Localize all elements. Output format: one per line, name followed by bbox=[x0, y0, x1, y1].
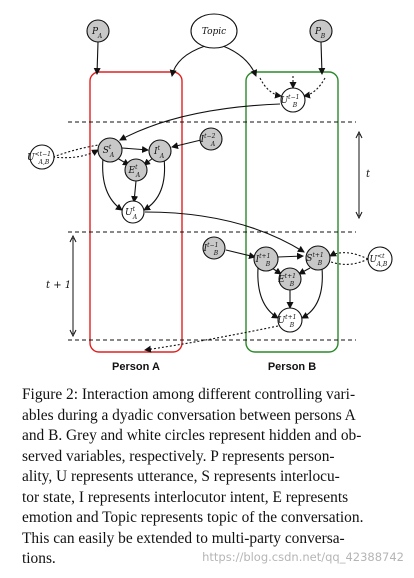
person-b-box bbox=[245, 71, 339, 353]
personality-a-node: PA bbox=[86, 19, 110, 43]
watermark: https://blog.csdn.net/qq_42388742 bbox=[202, 550, 404, 564]
bracket-t bbox=[355, 130, 363, 220]
node-label: PA bbox=[91, 27, 103, 40]
time-separators bbox=[68, 121, 356, 341]
personality-b-node: PB bbox=[309, 19, 333, 43]
caption-line: emotion and Topic represents topic of th… bbox=[22, 509, 364, 526]
interaction-diagram: t t + 1 bbox=[27, 13, 393, 373]
side-label-t: t bbox=[366, 169, 371, 180]
svg-text:Topic: Topic bbox=[202, 27, 226, 37]
caption-line: and B. Grey and white circles represent … bbox=[22, 427, 362, 444]
node-label: ItA bbox=[153, 145, 165, 160]
edges bbox=[52, 41, 369, 353]
bracket-t1 bbox=[69, 234, 77, 338]
caption-line: tions. bbox=[22, 550, 56, 567]
person-a-label: Person A bbox=[112, 361, 160, 373]
figure-caption: Figure 2: Interaction among different co… bbox=[22, 385, 396, 570]
node-label: PB bbox=[314, 27, 326, 40]
person-a-box bbox=[89, 71, 183, 353]
caption-line: served variables, respectively. P repres… bbox=[22, 447, 335, 465]
caption-line: This can easily be extended to multi-par… bbox=[22, 529, 345, 547]
person-b-label: Person B bbox=[268, 361, 316, 373]
caption-line: tor state, I represents interlocutor int… bbox=[22, 488, 349, 506]
side-label-t1: t + 1 bbox=[46, 280, 71, 291]
caption-line: ables during a dyadic conversation betwe… bbox=[22, 406, 356, 424]
caption-line: Figure 2: Interaction among different co… bbox=[22, 386, 356, 403]
intent-a-node: ItA bbox=[148, 139, 172, 163]
caption-line: ality, U represents utterance, S represe… bbox=[22, 468, 340, 485]
topic-node: Topic bbox=[190, 13, 238, 49]
